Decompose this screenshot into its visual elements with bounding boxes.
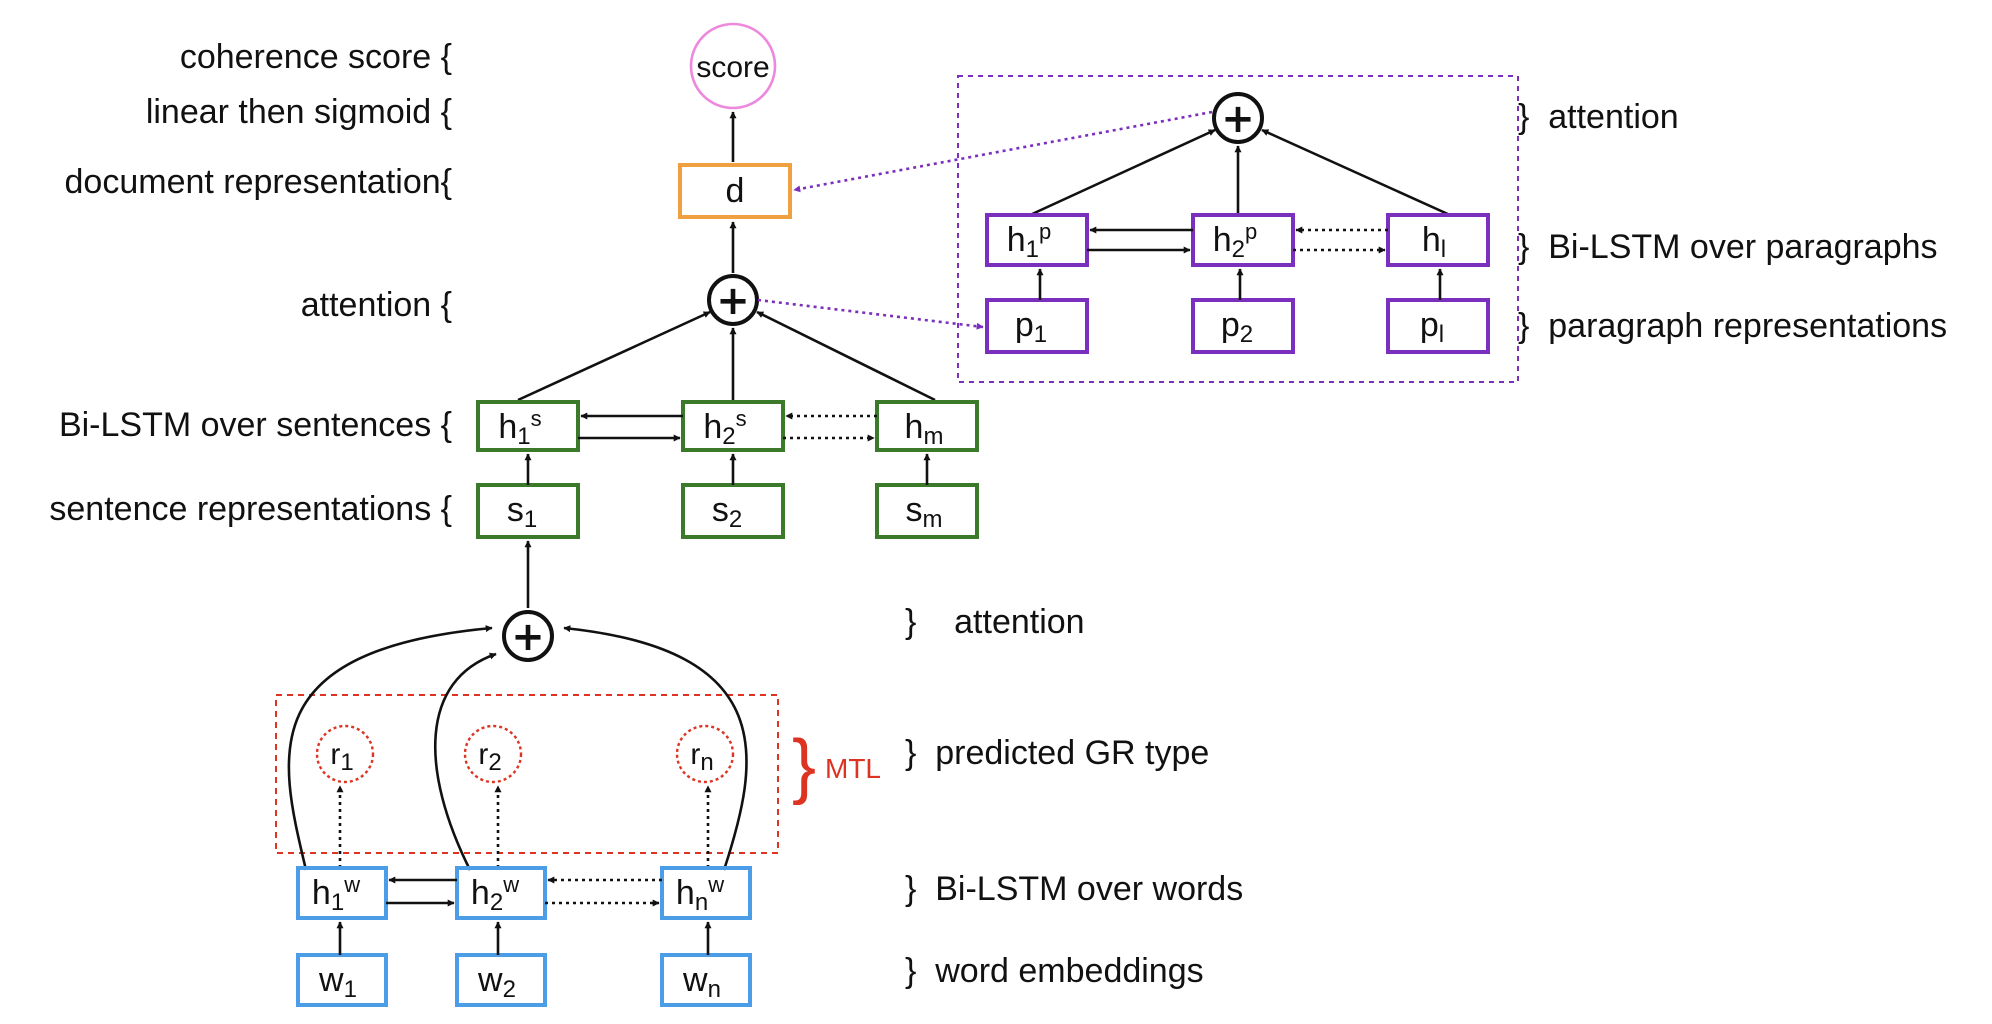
- label-coherence-score: coherence score {: [180, 38, 452, 76]
- document-node: [678, 163, 792, 219]
- paragraph-hl-label: hl: [1422, 221, 1446, 263]
- word-h2-node: [455, 866, 547, 920]
- paragraph-attention-symbol: +: [1221, 96, 1255, 142]
- gr-rn-label: rn: [690, 738, 713, 776]
- label-predicted-gr-type: } predicted GR type: [905, 734, 1209, 772]
- sentence-h1-label: h1s: [498, 406, 541, 450]
- label-linear-then-sigmoid: linear then sigmoid {: [146, 93, 452, 131]
- sentence-hm-label: hm: [905, 408, 944, 450]
- arrow-h1s-to-attention: [517, 310, 711, 402]
- paragraph-p1-node: [985, 298, 1089, 354]
- paragraph-h2-node: [1191, 213, 1295, 267]
- mtl-brace: }: [792, 726, 816, 806]
- word-wn-node: [660, 953, 752, 1007]
- arrow-h2w-to-attention: [434, 652, 497, 871]
- label-word-embeddings: } word embeddings: [905, 952, 1204, 990]
- word-h2-label: h2w: [471, 872, 519, 916]
- arrow-hm-to-attention: [756, 310, 936, 402]
- paragraph-p2-node: [1191, 298, 1295, 354]
- paragraph-pl-label: pl: [1420, 306, 1444, 348]
- label-paragraph-representations: } paragraph representations: [1518, 307, 1947, 345]
- arrow-hnw-to-attention: [563, 625, 748, 871]
- paragraph-hl-node: [1386, 213, 1490, 267]
- word-hn-label: hnw: [676, 872, 724, 916]
- paragraph-p2-label: p2: [1221, 306, 1253, 348]
- word-wn-label: wn: [682, 961, 721, 1003]
- word-h1-label: h1w: [312, 872, 360, 916]
- sentence-attention-symbol: +: [716, 278, 750, 324]
- label-bilstm-sentences: Bi-LSTM over sentences {: [59, 406, 452, 444]
- mtl-label: MTL: [825, 753, 881, 784]
- paragraph-h1-node: [985, 213, 1089, 267]
- arrow-hl-to-attention: [1261, 128, 1451, 217]
- label-bilstm-paragraphs: } Bi-LSTM over paragraphs: [1518, 228, 1938, 266]
- score-label: score: [696, 51, 769, 84]
- document-label: d: [726, 172, 745, 210]
- label-attention-sentences: attention {: [301, 286, 452, 324]
- paragraph-attention-node: [1212, 92, 1264, 144]
- paragraph-h2-label: h2p: [1213, 219, 1258, 263]
- gr-r1-node: [315, 724, 375, 784]
- sentence-s2-label: s2: [712, 491, 742, 533]
- sentence-h2-node: [681, 400, 785, 452]
- gr-r1-label: r1: [330, 738, 353, 776]
- sentence-h1-node: [476, 400, 580, 452]
- word-w2-node: [455, 953, 547, 1007]
- word-w1-node: [296, 953, 388, 1007]
- score-node: [689, 22, 777, 110]
- word-attention-node: [502, 610, 554, 662]
- sentence-s1-label: s1: [507, 491, 537, 533]
- arrow-h1p-to-attention: [1029, 128, 1216, 217]
- connector-sentence-attention-to-p1: [757, 298, 984, 330]
- word-w2-label: w2: [477, 961, 516, 1003]
- label-attention-words: } attention: [905, 603, 1085, 641]
- label-sentence-representations: sentence representations {: [49, 490, 452, 528]
- paragraph-panel: [957, 75, 1519, 383]
- word-h1-node: [296, 866, 388, 920]
- paragraph-p1-label: p1: [1015, 306, 1047, 348]
- word-hn-node: [660, 866, 752, 920]
- word-w1-label: w1: [318, 961, 357, 1003]
- sentence-attention-node: [707, 274, 759, 326]
- label-document-representation: document representation{: [65, 163, 452, 201]
- sentence-sm-label: sm: [906, 491, 943, 533]
- label-bilstm-words: } Bi-LSTM over words: [905, 870, 1243, 908]
- gr-r2-node: [463, 724, 523, 784]
- gr-rn-node: [675, 724, 735, 784]
- connector-paragraph-attention-to-d: [793, 110, 1213, 193]
- label-attention-paragraphs: } attention: [1518, 98, 1679, 136]
- word-attention-symbol: +: [511, 614, 545, 660]
- sentence-hm-node: [875, 400, 979, 452]
- sentence-h2-label: h2s: [703, 406, 746, 450]
- paragraph-pl-node: [1386, 298, 1490, 354]
- gr-r2-label: r2: [478, 738, 501, 776]
- arrow-h1w-to-attention: [287, 625, 493, 871]
- paragraph-h1-label: h1p: [1007, 219, 1052, 263]
